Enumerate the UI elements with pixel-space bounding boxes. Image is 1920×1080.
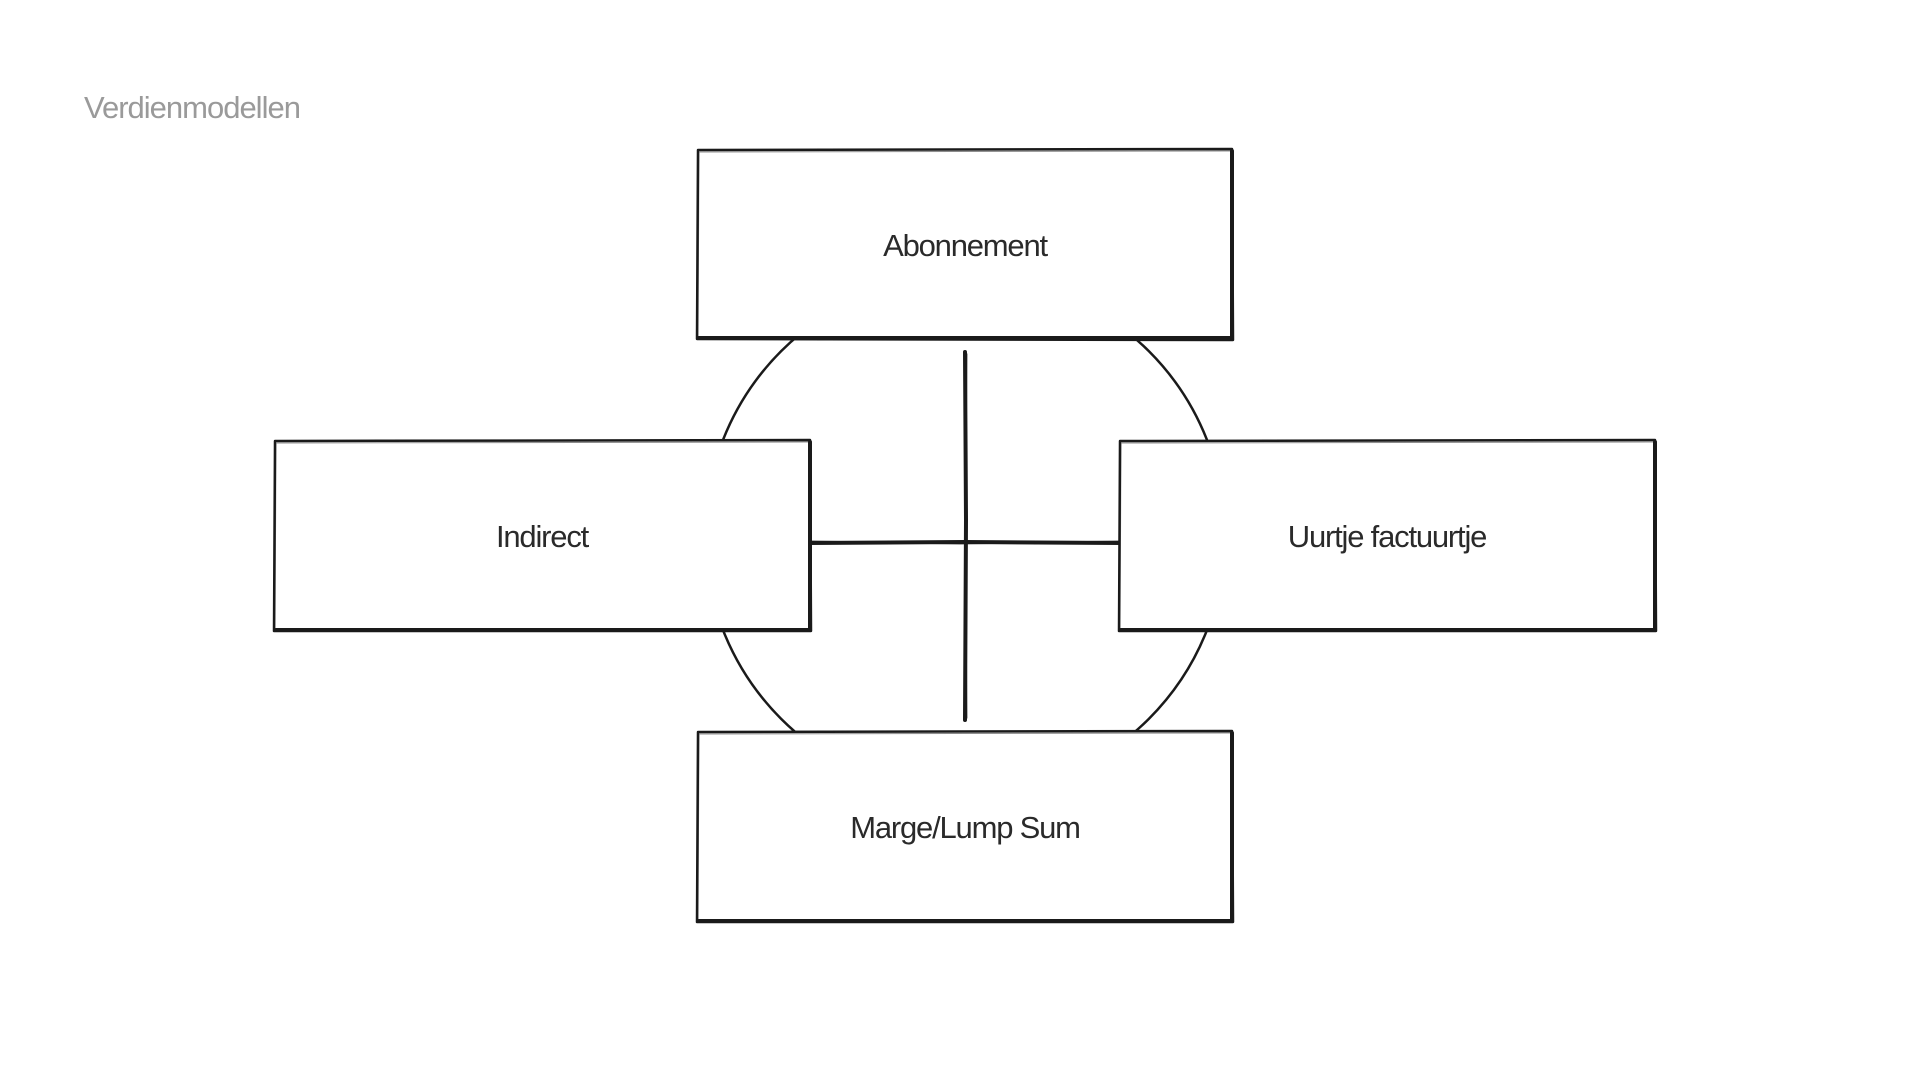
box-indirect-frame-sketch <box>274 441 809 630</box>
vertical-divider <box>963 350 968 722</box>
box-uurtje-factuurtje-frame-heavy <box>1119 440 1657 632</box>
slide-title: Verdienmodellen <box>84 90 301 125</box>
box-abonnement-frame-sketch <box>697 150 1231 338</box>
box-indirect-frame-heavy <box>274 440 812 632</box>
box-abonnement-frame-heavy <box>697 149 1234 340</box>
vertical-divider-sketch <box>964 353 968 719</box>
horizontal-divider <box>806 540 1124 545</box>
center-cross <box>806 350 1124 722</box>
box-marge-lump-sum-frame-sketch <box>697 732 1231 921</box>
box-uurtje-factuurtje-bg <box>1119 440 1656 632</box>
box-abonnement-label: Abonnement <box>883 228 1048 263</box>
box-indirect-bg <box>274 440 811 632</box>
box-marge-lump-sum[interactable]: Marge/Lump Sum <box>695 729 1235 924</box>
box-abonnement-bg <box>697 149 1233 340</box>
box-marge-lump-sum-label: Marge/Lump Sum <box>850 810 1080 845</box>
box-uurtje-factuurtje-label: Uurtje factuurtje <box>1288 519 1486 554</box>
box-marge-lump-sum-bg <box>697 731 1233 923</box>
box-abonnement-frame <box>695 147 1235 342</box>
box-indirect-label: Indirect <box>496 519 590 554</box>
box-indirect[interactable]: Indirect <box>272 438 813 633</box>
box-marge-lump-sum-frame-heavy <box>697 731 1234 923</box>
box-abonnement[interactable]: Abonnement <box>695 147 1235 342</box>
box-uurtje-factuurtje[interactable]: Uurtje factuurtje <box>1117 438 1658 633</box>
box-uurtje-factuurtje-frame-sketch <box>1119 441 1654 630</box>
horizontal-divider-sketch <box>809 540 1121 545</box>
